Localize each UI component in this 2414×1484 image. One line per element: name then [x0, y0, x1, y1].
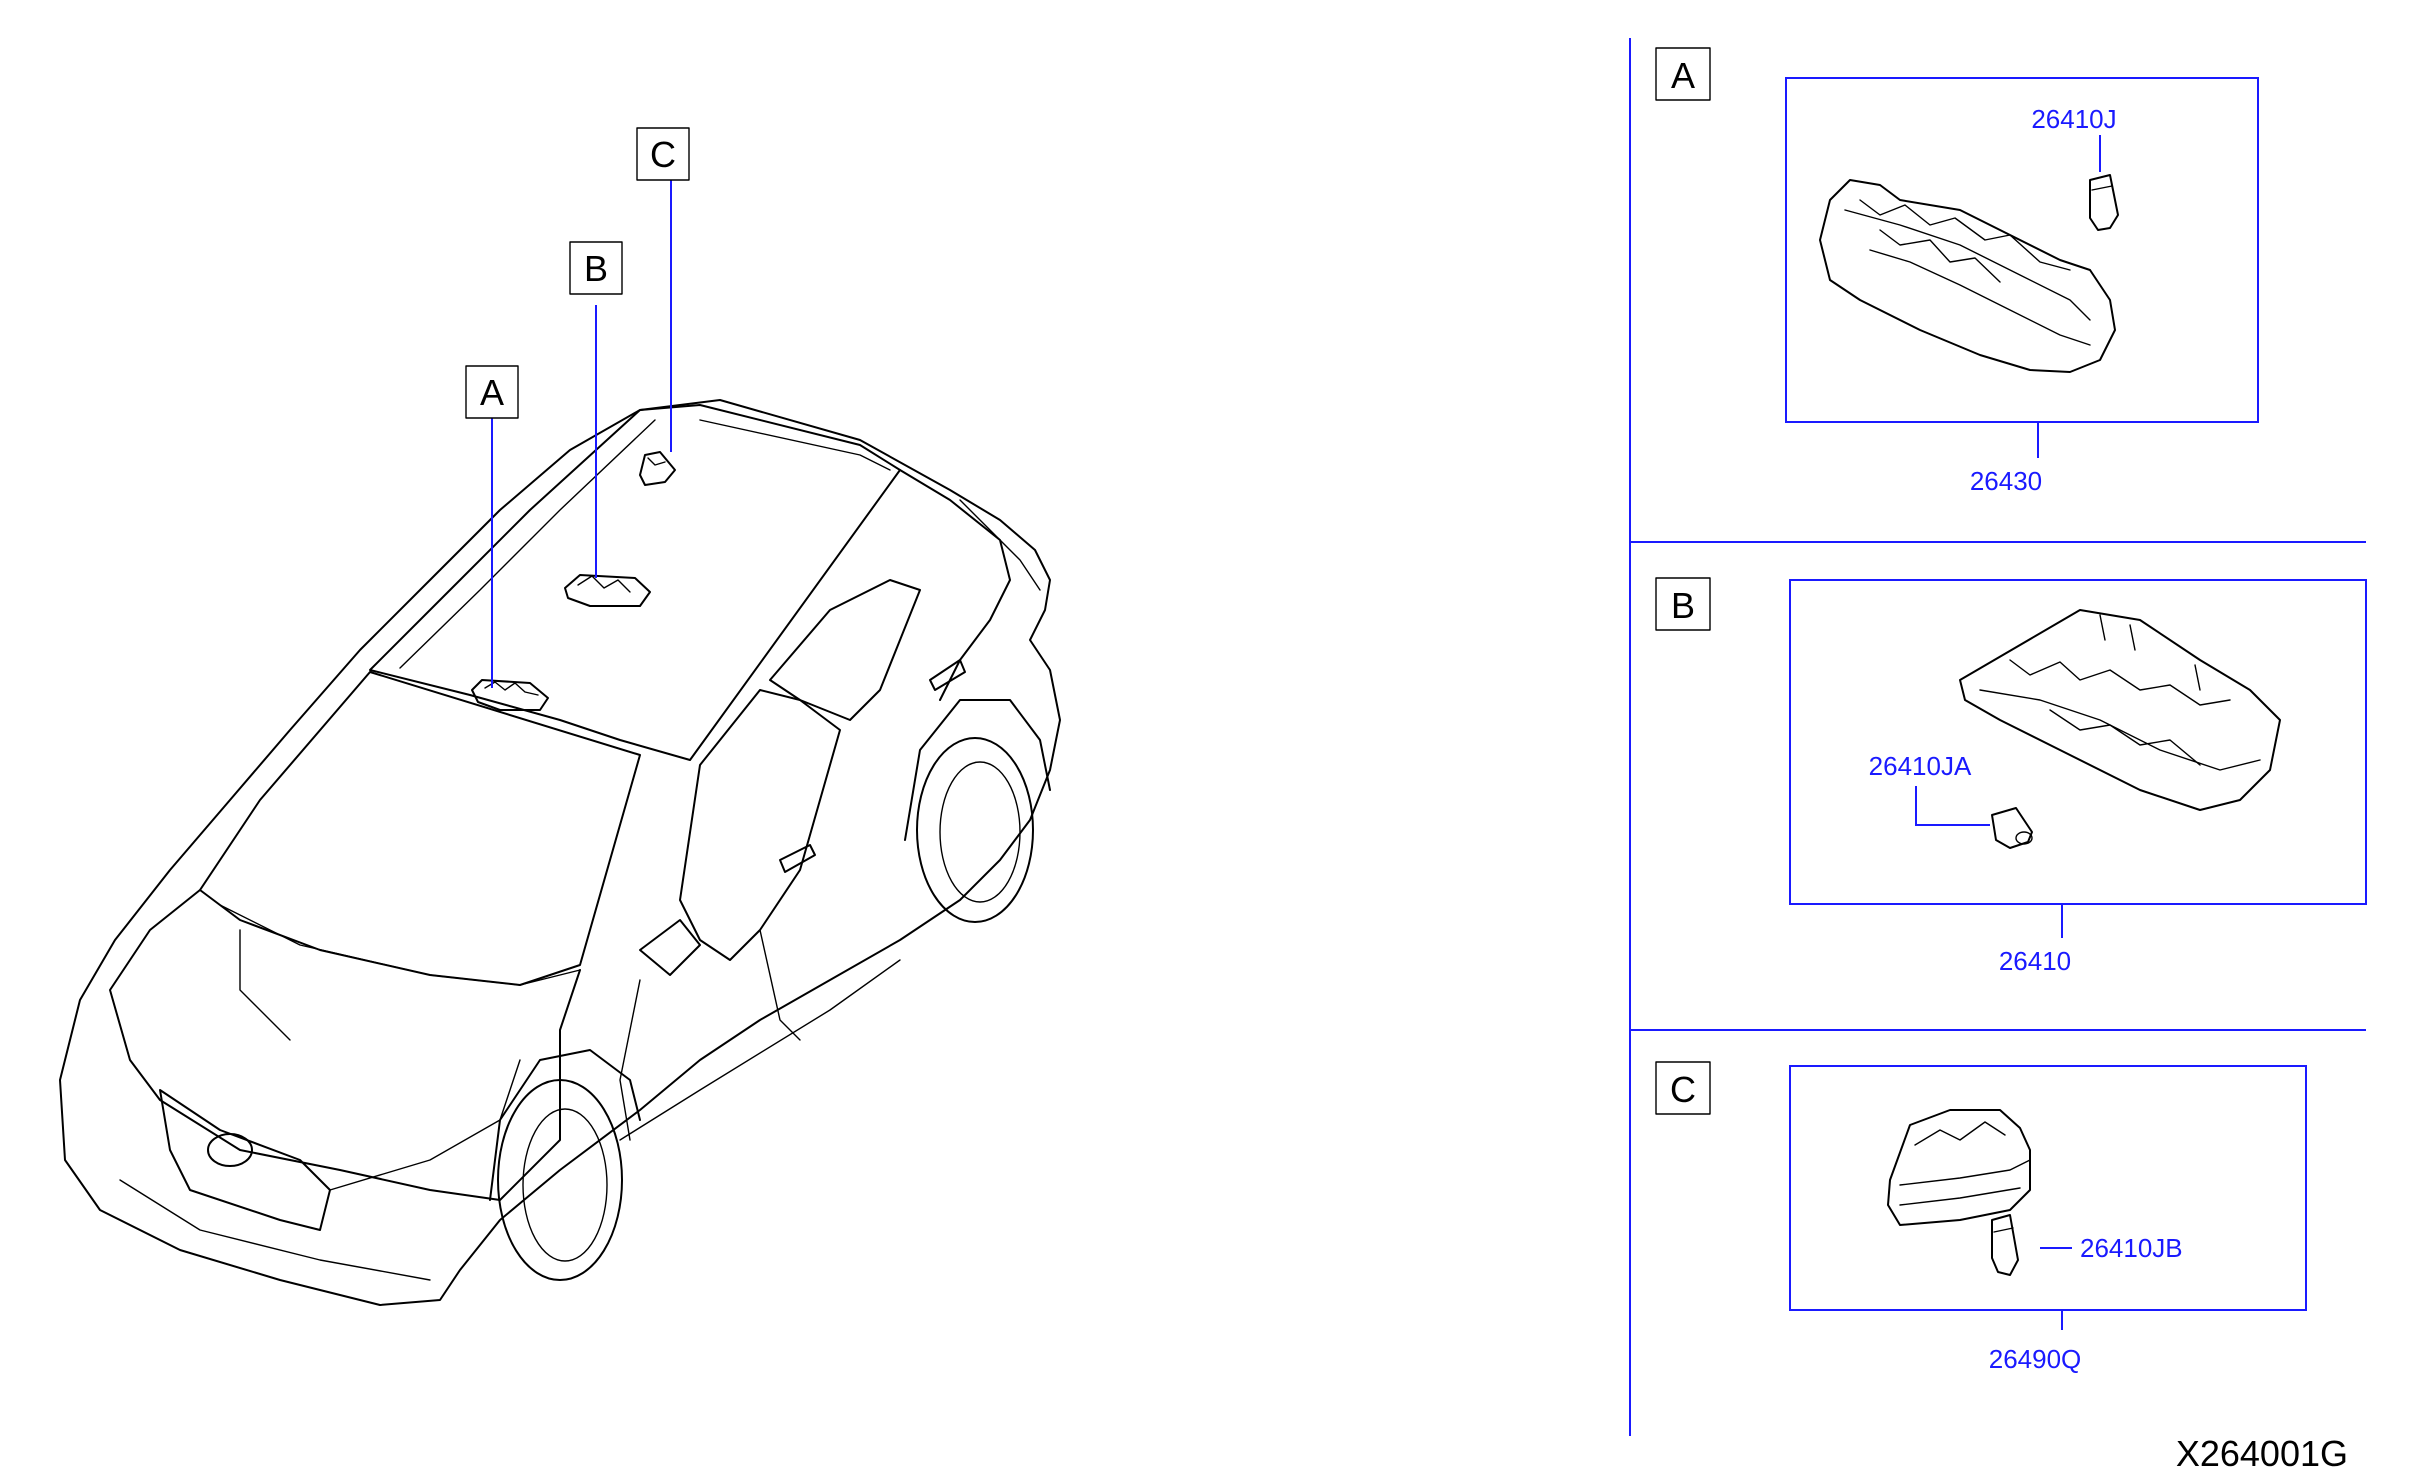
bulb-b-icon — [1991, 807, 2033, 849]
panel-label: A — [1671, 55, 1695, 96]
bulb-part-number: 26410J — [2031, 104, 2116, 134]
bulb-part-number: 26410JB — [2080, 1233, 2183, 1263]
panel-a-frame — [1785, 77, 2259, 423]
callout-label: C — [650, 134, 676, 175]
roof-lamp-a-icon — [471, 679, 549, 711]
panel-a: A 26410J 26430 — [1655, 47, 2259, 496]
lamp-assembly-c-icon — [1887, 1109, 2031, 1226]
roof-lamp-c-icon — [639, 451, 676, 486]
assembly-part-number: 26490Q — [1989, 1344, 2082, 1374]
callout-label: A — [480, 372, 504, 413]
panel-c-frame — [1789, 1065, 2307, 1311]
callout-label: B — [584, 248, 608, 289]
lamp-assembly-b-icon — [1959, 609, 2281, 811]
diagram-id: X264001G — [2176, 1433, 2348, 1474]
panel-b-frame — [1789, 579, 2367, 905]
panel-c: C 26410JB 26490Q — [1655, 1061, 2307, 1374]
roof-lamp-b-icon — [564, 574, 651, 607]
assembly-part-number: 26410 — [1999, 946, 2071, 976]
car-callout-c: C — [636, 127, 690, 181]
car-callout-b: B — [569, 241, 623, 295]
panel-label: C — [1670, 1069, 1696, 1110]
panel-b: B 26410JA 26410 — [1655, 577, 2367, 976]
car-callout-a: A — [465, 365, 519, 419]
bulb-c-icon — [1991, 1214, 2019, 1276]
bulb-a-icon — [2089, 174, 2119, 231]
assembly-part-number: 26430 — [1970, 466, 2042, 496]
panel-label: B — [1671, 585, 1695, 626]
lamp-assembly-a-icon — [1819, 179, 2116, 373]
vehicle-illustration — [59, 180, 1061, 1306]
bulb-part-number: 26410JA — [1869, 751, 1972, 781]
